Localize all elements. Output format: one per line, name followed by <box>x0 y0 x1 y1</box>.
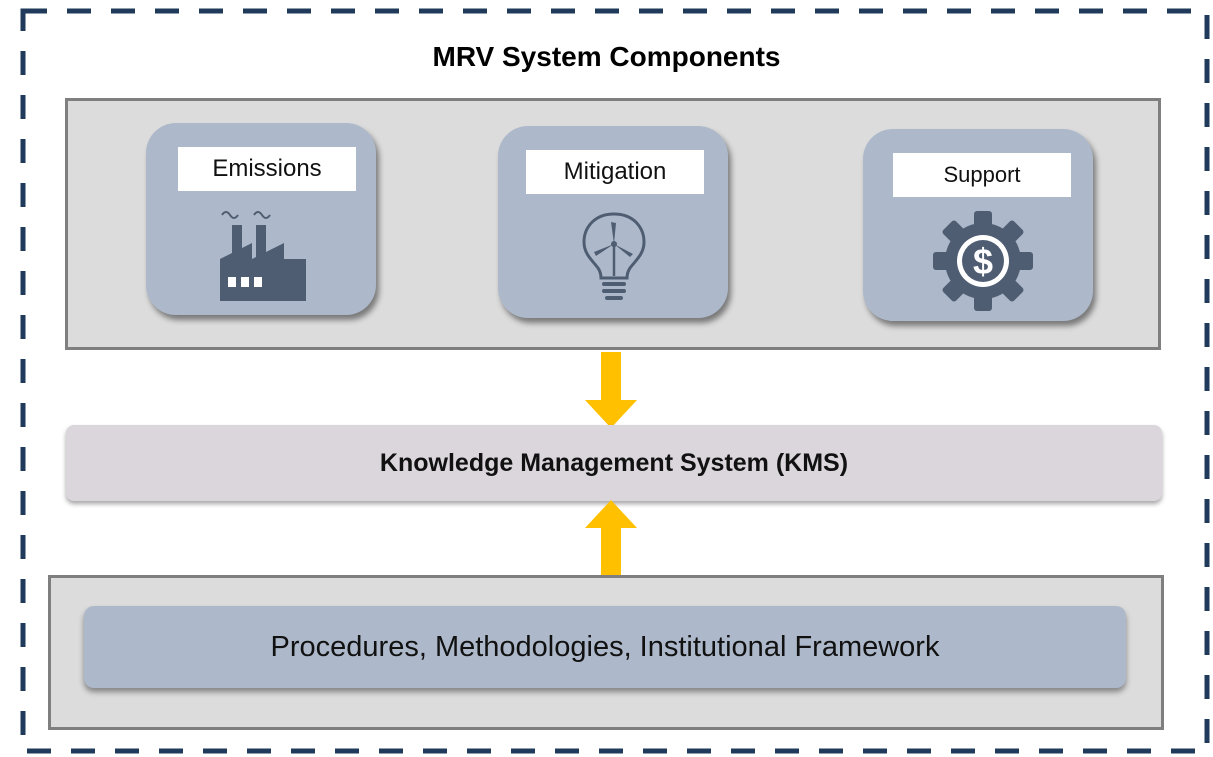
dollar-gear-icon: $ <box>933 211 1033 311</box>
emissions-card: Emissions <box>146 123 376 315</box>
support-card: Support $ <box>863 129 1093 321</box>
svg-text:$: $ <box>973 241 993 282</box>
emissions-label: Emissions <box>178 147 356 191</box>
diagram-title: MRV System Components <box>432 41 781 72</box>
arrow-down-icon <box>585 352 637 428</box>
kms-bar: Knowledge Management System (KMS) <box>66 425 1162 501</box>
mitigation-label: Mitigation <box>526 150 704 194</box>
foundation-bar: Procedures, Methodologies, Institutional… <box>84 606 1126 688</box>
mitigation-card: Mitigation <box>498 126 728 318</box>
arrow-up-icon <box>585 500 637 576</box>
factory-icon <box>220 211 306 301</box>
support-label: Support <box>893 153 1071 197</box>
lightbulb-turbine-icon <box>582 212 646 300</box>
